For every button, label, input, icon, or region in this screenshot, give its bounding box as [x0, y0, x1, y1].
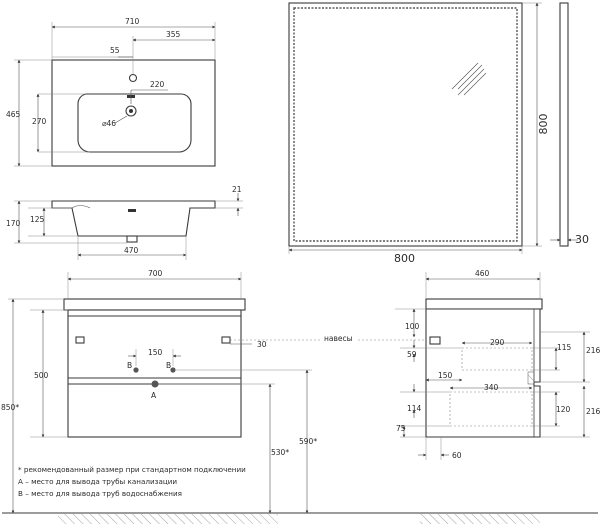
- dim-bowl-depth: 270: [32, 117, 47, 126]
- mirror-led-frame: [293, 7, 518, 242]
- hinge-right: [221, 336, 231, 344]
- dim-mirror-height: 800: [537, 114, 550, 135]
- dim-cut-depth: 150: [438, 371, 453, 380]
- dim-base-offset: 60: [452, 451, 462, 460]
- note-outlet: A – место для вывода трубы канализации: [18, 477, 177, 486]
- dim-outlet-height: 530*: [271, 448, 289, 457]
- supply-point-left: [133, 367, 139, 373]
- dim-basin-depth: 465: [6, 110, 21, 119]
- dim-hinge-offset: 30: [257, 340, 267, 349]
- hinges-label: навесы: [324, 334, 353, 343]
- drain-center: [129, 109, 133, 113]
- mirror-glare: [451, 62, 487, 96]
- front-countertop: [63, 298, 246, 311]
- basin-side-view: 21 170 125 470: [6, 185, 243, 260]
- dim-supply-spacing: 150: [148, 348, 163, 357]
- dim-upper-front: 216: [586, 346, 600, 355]
- dim-bottom-gap: 75: [396, 424, 406, 433]
- dim-basin-height: 170: [6, 219, 21, 228]
- marker-a: A: [151, 391, 157, 400]
- hinge-left: [75, 336, 85, 344]
- side-hinge: [429, 336, 441, 345]
- dim-rim: 21: [232, 185, 242, 194]
- dim-total-height: 850*: [1, 403, 19, 412]
- dim-upper-height: 115: [557, 343, 572, 352]
- dim-mirror-thickness: 30: [575, 233, 589, 246]
- dim-lower-height: 120: [556, 405, 571, 414]
- dim-cabinet-depth: 460: [475, 269, 490, 278]
- cabinet-side-view: 460 100 59 290 115 216 150 340 114: [395, 269, 600, 460]
- dim-upper-inner: 290: [490, 338, 505, 347]
- notes-block: * рекомендованный размер при стандартном…: [18, 465, 246, 498]
- cabinet-front-view: B B A 700 150 30 навесы 500 850*: [1, 269, 440, 514]
- tap-hole: [128, 73, 138, 83]
- dim-supply-height: 590*: [299, 437, 317, 446]
- note-recommended: * рекомендованный размер при стандартном…: [18, 465, 246, 474]
- mirror-view: 800 800 30: [288, 2, 589, 265]
- floor-line: [2, 512, 598, 524]
- marker-b-left: B: [127, 361, 132, 370]
- basin-top-view: 710 355 55 465 270 220 ⌀46: [6, 17, 216, 167]
- dim-cabinet-width: 700: [148, 269, 163, 278]
- dim-drain-diameter: ⌀46: [102, 119, 116, 128]
- dim-drawer-gap: 59: [407, 350, 417, 359]
- drain-pipe: [126, 235, 138, 243]
- side-overflow: [128, 209, 136, 212]
- dim-tap-offset: 55: [110, 46, 120, 55]
- dim-lower-inner: 340: [484, 383, 499, 392]
- cut-area: [527, 371, 535, 385]
- dim-bowl-length: 470: [124, 246, 139, 255]
- upper-drawer: [461, 347, 533, 371]
- dim-bowl-height: 125: [30, 215, 45, 224]
- note-supply: B – место для вывода труб водоснабжения: [18, 489, 182, 498]
- lower-drawer: [449, 391, 533, 427]
- basin-bowl: [77, 93, 192, 153]
- dim-lower-front: 216: [586, 407, 600, 416]
- supply-point-right: [170, 367, 176, 373]
- dim-drain-offset: 220: [150, 80, 165, 89]
- mirror-outline: [288, 2, 523, 247]
- dim-mirror-width: 800: [394, 252, 415, 265]
- marker-b-right: B: [166, 361, 171, 370]
- dim-basin-width: 710: [125, 17, 140, 26]
- front-body: [67, 309, 242, 438]
- outlet-point: [151, 380, 159, 388]
- dim-cabinet-height: 500: [34, 371, 49, 380]
- mirror-side-profile: [559, 2, 569, 247]
- dim-top-gap: 100: [405, 322, 420, 331]
- dim-tap-to-edge: 355: [166, 30, 181, 39]
- dim-lower-gap: 114: [407, 404, 422, 413]
- side-countertop: [425, 298, 543, 310]
